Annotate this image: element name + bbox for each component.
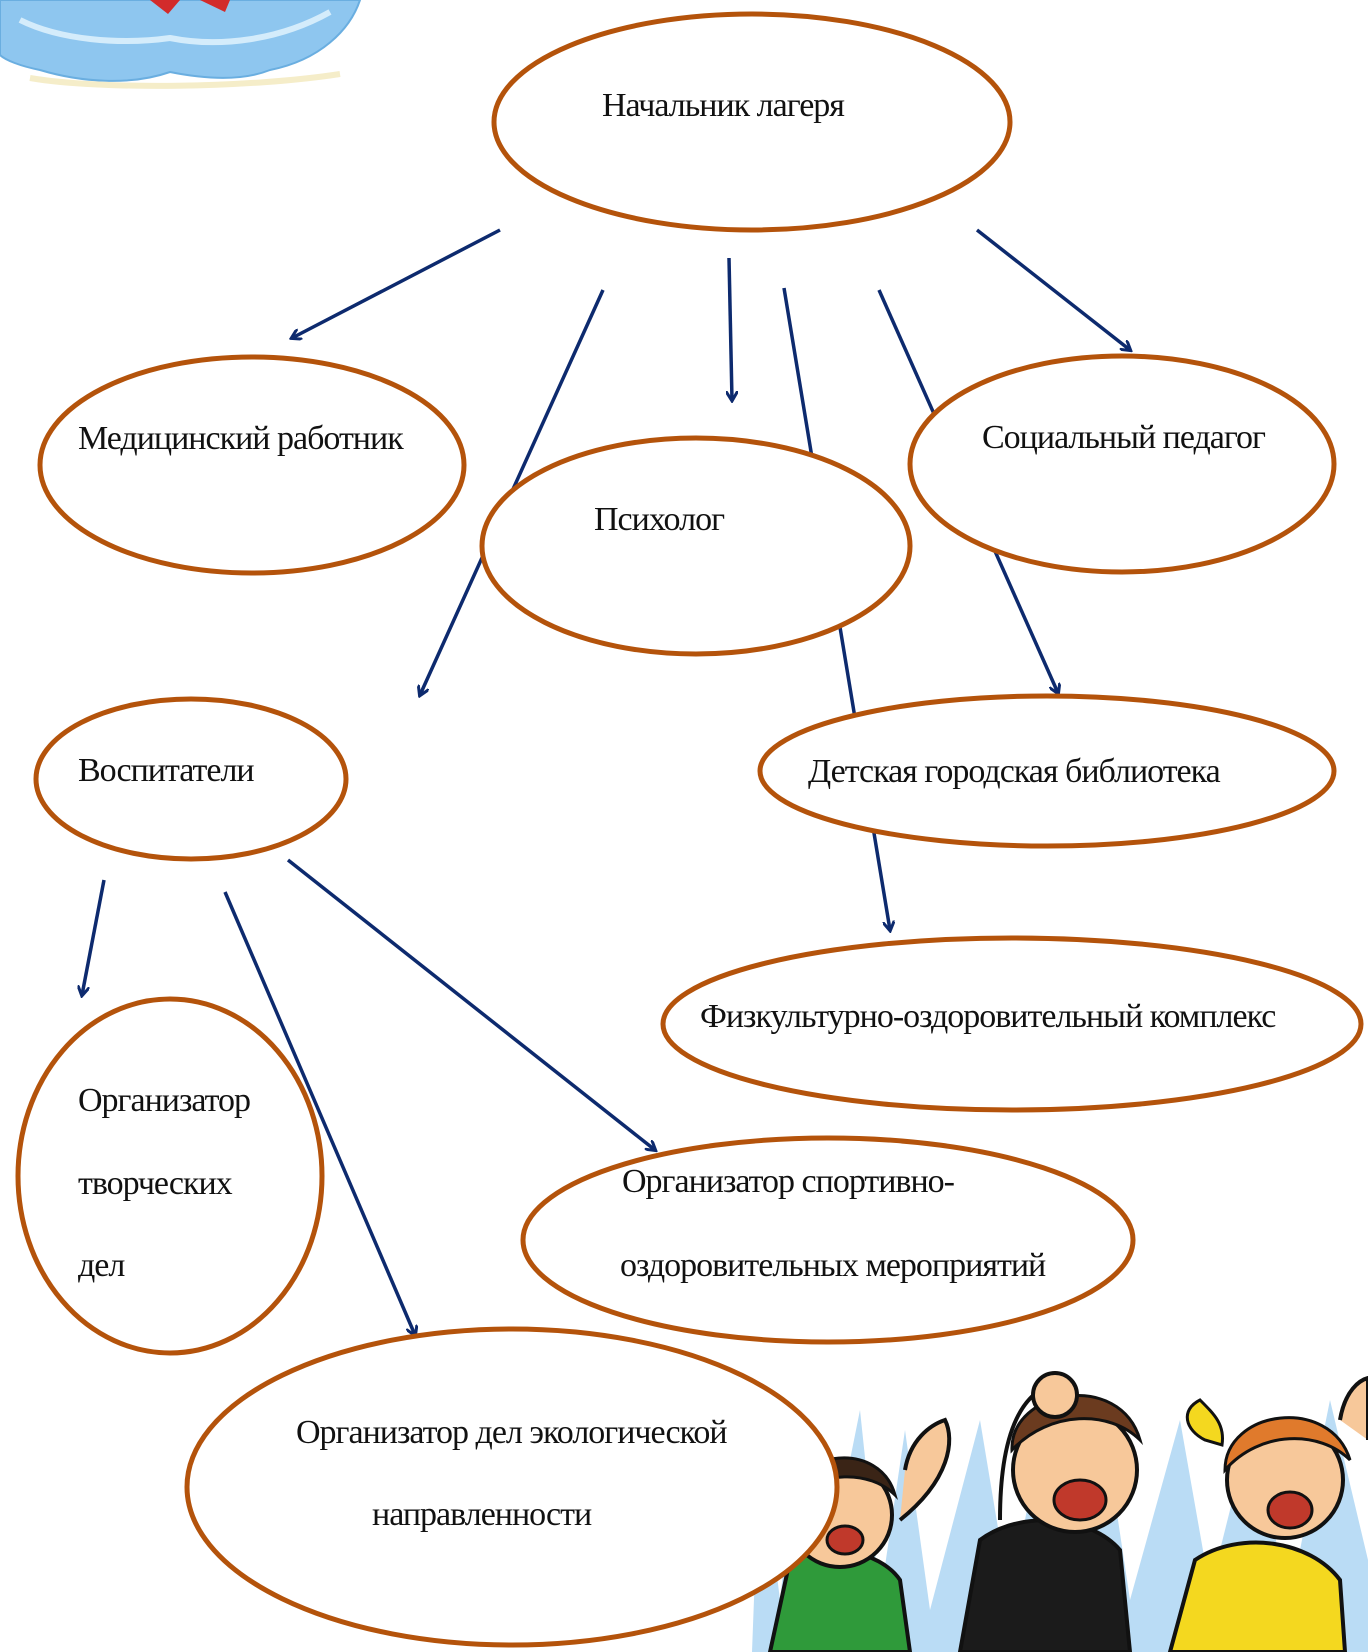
node-eco-line-2: направленности: [372, 1496, 592, 1533]
node-creative-line-3: дел: [78, 1247, 125, 1284]
cloud-illustration: [0, 0, 362, 89]
node-educators-label: Воспитатели: [78, 752, 254, 789]
node-creative-line-1: Организатор: [78, 1082, 250, 1119]
node-creative-line-2: творческих: [78, 1165, 233, 1202]
node-psychologist: Психолог: [479, 435, 913, 657]
node-creative: Организатор творческих дел: [15, 996, 325, 1356]
node-eco-line-1: Организатор дел экологической: [296, 1414, 727, 1451]
node-psychologist-label: Психолог: [594, 501, 725, 538]
arrow-educators-to-creative: [82, 879, 106, 995]
node-sports-events: Организатор спортивно- оздоровительных м…: [520, 1135, 1136, 1345]
node-head: Начальник лагеря: [491, 11, 1013, 233]
node-social-pedagogue-label: Социальный педагог: [982, 419, 1266, 456]
node-sports-complex: Физкультурно-оздоровительный комплекс: [660, 935, 1364, 1113]
node-sports-events-line-1: Организатор спортивно-: [622, 1163, 955, 1200]
node-library: Детская городская библиотека: [757, 693, 1337, 849]
node-medic-label: Медицинский работник: [78, 420, 404, 457]
arrow-educators-to-eco: [223, 891, 415, 1335]
arrow-head-to-social-pedagogue: [975, 228, 1130, 350]
node-library-label: Детская городская библиотека: [808, 753, 1221, 790]
node-educators: Воспитатели: [33, 696, 349, 862]
node-medic: Медицинский работник: [37, 354, 467, 576]
arrow-educators-to-sports-events: [286, 858, 655, 1150]
node-sports-events-line-2: оздоровительных мероприятий: [620, 1247, 1046, 1284]
node-eco: Организатор дел экологической направленн…: [184, 1326, 840, 1648]
arrow-head-to-psychologist: [729, 257, 732, 400]
node-head-label: Начальник лагеря: [602, 87, 845, 124]
arrow-head-to-medic: [292, 228, 501, 338]
node-sports-complex-label: Физкультурно-оздоровительный комплекс: [700, 998, 1276, 1035]
node-social-pedagogue: Социальный педагог: [907, 353, 1337, 575]
